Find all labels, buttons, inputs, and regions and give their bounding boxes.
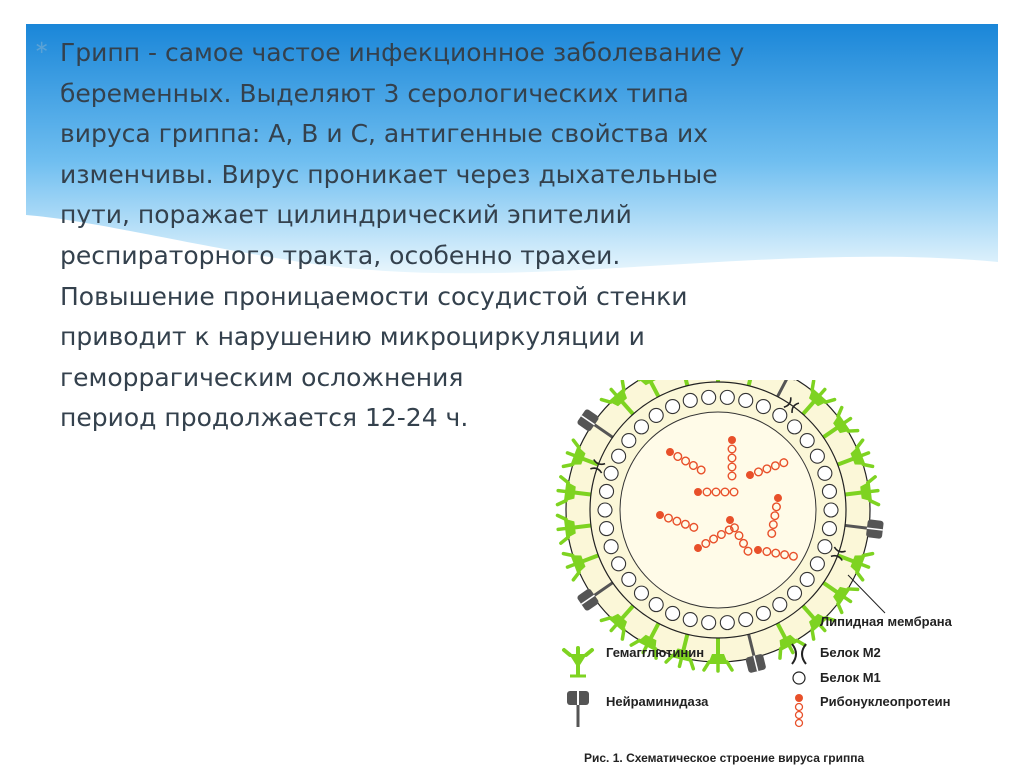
- protein-m1-bead: [817, 539, 833, 555]
- protein-m2-legend-icon: [791, 643, 807, 665]
- surface-spikes: [555, 347, 884, 673]
- protein-m1-bead: [598, 521, 615, 537]
- protein-m1-bead: [611, 448, 627, 464]
- protein-m1-bead: [633, 585, 650, 601]
- neuraminidase-legend-icon: [567, 691, 589, 727]
- protein-m1-bead: [772, 407, 788, 423]
- protein-m1-bead: [799, 433, 815, 449]
- ribonucleoprotein-strand: [767, 494, 782, 538]
- text-line-1: Грипп - самое частое инфекционное заболе…: [60, 38, 745, 67]
- ribonucleoprotein-legend-icon: [794, 694, 804, 728]
- ribonucleoprotein-strand: [754, 546, 798, 561]
- ribonucleoprotein-strand: [694, 487, 739, 497]
- ribonucleoprotein-strands: [656, 436, 798, 561]
- protein-m1-bead: [823, 502, 839, 518]
- protein-m1-bead: [786, 419, 803, 435]
- text-line-9: геморрагическим осложнения: [60, 362, 464, 392]
- protein-m1-bead: [603, 465, 619, 481]
- virus-envelope: [555, 347, 884, 673]
- protein-m1-bead: [701, 389, 717, 405]
- membrane-label: Липидная мембрана: [820, 614, 953, 629]
- text-line-10: период продолжается 12-24 ч.: [60, 403, 469, 433]
- hemagglutinin-legend-label: Гемагглютинин: [606, 645, 704, 660]
- protein-m1-bead: [719, 615, 735, 631]
- protein-m1-bead: [719, 389, 735, 405]
- text-line-2: беременных. Выделяют 3 серологических ти…: [60, 78, 689, 108]
- protein-m1-bead: [738, 392, 754, 409]
- text-line-5: пути, поражает цилиндрический эпителий: [60, 200, 632, 230]
- protein-m1-bead: [682, 392, 698, 409]
- ribonucleoprotein-legend-label: Рибонуклеопротеин: [820, 694, 951, 709]
- blue-banner-background: [26, 24, 998, 274]
- protein-m2-legend-label: Белок М2: [820, 645, 881, 660]
- hemagglutinin-legend-icon: [562, 646, 594, 678]
- protein-m1-bead: [821, 483, 838, 499]
- protein-m1-bead: [786, 585, 803, 601]
- protein-m1-legend-label: Белок М1: [820, 670, 881, 685]
- protein-m1-bead: [665, 605, 681, 622]
- figure-caption: Рис. 1. Схематическое строение вируса гр…: [584, 751, 864, 765]
- protein-m1-bead: [603, 539, 619, 555]
- text-line-7: Повышение проницаемости сосудистой стенк…: [60, 281, 688, 311]
- text-line-6: респираторного тракта, особенно трахеи.: [60, 240, 621, 270]
- protein-m1-legend-icon: [792, 671, 806, 685]
- protein-m1-bead: [621, 433, 637, 449]
- text-line-3: вируса гриппа: А, В и С, антигенные свой…: [60, 119, 709, 149]
- protein-m1-bead: [597, 502, 613, 518]
- protein-m2-channel: [783, 397, 800, 413]
- protein-m1-bead: [621, 571, 637, 587]
- protein-m1-bead: [682, 611, 698, 628]
- protein-m1-bead: [755, 605, 771, 622]
- protein-m2-channel: [590, 459, 606, 474]
- protein-m1-bead: [821, 521, 838, 537]
- text-line-4: изменчивы. Вирус проникает через дыхател…: [60, 159, 718, 189]
- ribonucleoprotein-strand: [694, 525, 734, 552]
- protein-m1-ring: [590, 389, 846, 631]
- ribonucleoprotein-strand: [666, 448, 706, 475]
- protein-m1-bead: [665, 398, 681, 415]
- protein-m1-bead: [648, 407, 664, 423]
- ribonucleoprotein-strand: [746, 458, 789, 479]
- ribonucleoprotein-strand: [726, 516, 753, 556]
- protein-m1-bead: [809, 448, 825, 464]
- protein-m1-bead: [799, 571, 815, 587]
- virus-structure-figure: Липидная мембрана Гемагглютинин Нейрамин…: [520, 347, 1024, 768]
- protein-m1-bead: [738, 611, 754, 628]
- text-lines: Грипп - самое частое инфекционное заболе…: [60, 33, 744, 439]
- bullet-icon: ∗: [34, 37, 50, 58]
- text-line-8: приводит к нарушению микроциркуляции и: [60, 322, 645, 352]
- protein-m1-bead: [701, 615, 717, 631]
- legend: Гемагглютинин Нейраминидаза Белок М2 Бел…: [562, 643, 951, 728]
- neuraminidase-legend-label: Нейраминидаза: [606, 694, 709, 709]
- membrane-pointer-line: [847, 574, 886, 614]
- protein-m1-bead: [633, 419, 650, 435]
- protein-m1-bead: [772, 597, 788, 613]
- protein-m2-channel: [830, 546, 846, 561]
- ribonucleoprotein-strand: [727, 436, 737, 481]
- protein-m1-bead: [755, 398, 771, 415]
- ribonucleoprotein-strand: [656, 511, 699, 532]
- protein-m1-bead: [598, 483, 615, 499]
- protein-m1-bead: [648, 597, 664, 613]
- protein-m1-bead: [809, 556, 825, 572]
- protein-m1-bead: [817, 465, 833, 481]
- protein-m1-bead: [611, 556, 627, 572]
